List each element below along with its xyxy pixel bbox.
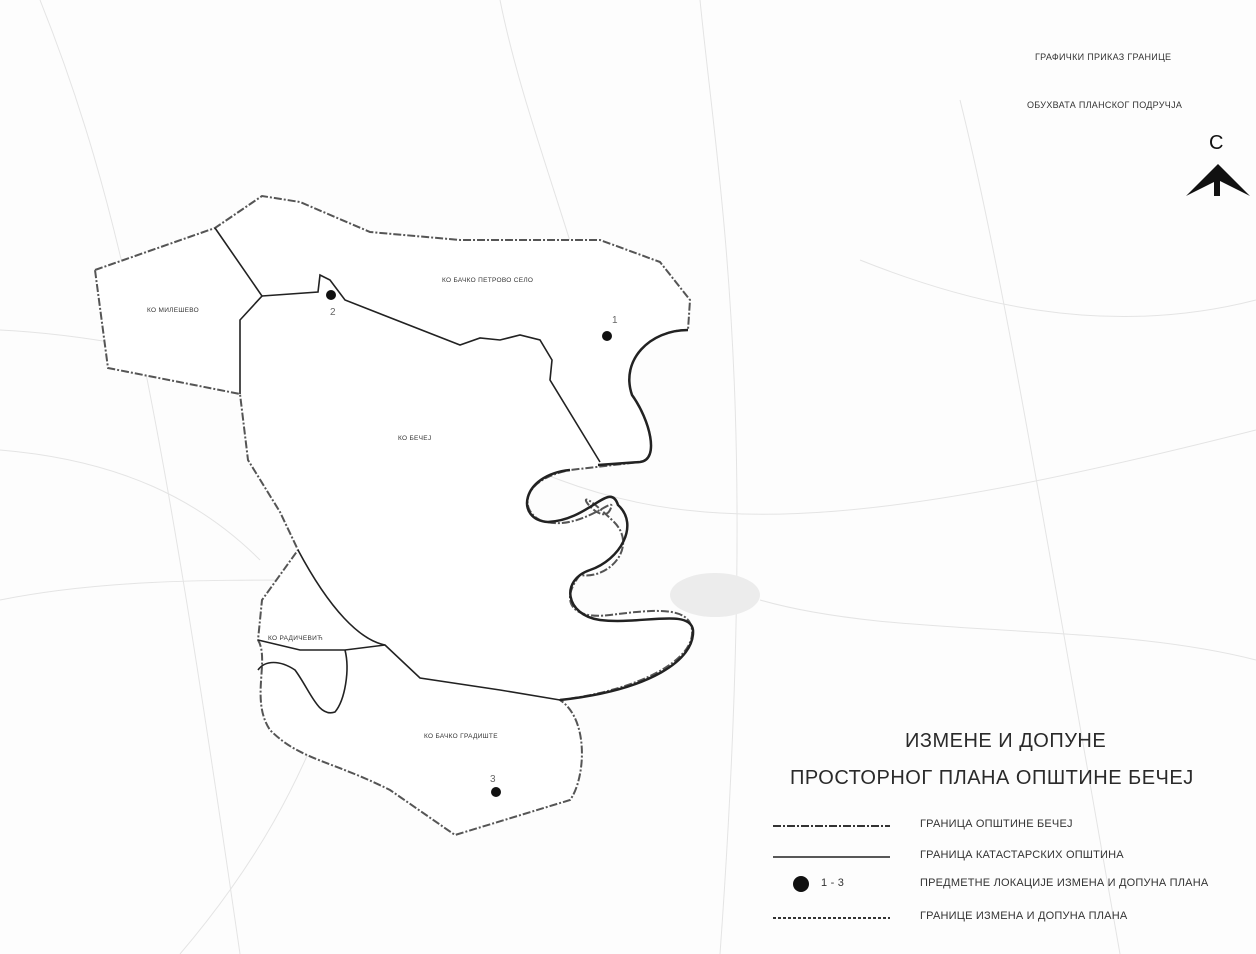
location-marker-3: 3 [490,774,501,797]
location-label-1: 1 [612,315,618,326]
location-label-3: 3 [490,774,496,785]
region-label-petrovo-selo: КО БАЧКО ПЕТРОВО СЕЛО [442,277,533,284]
north-label: С [1209,132,1224,154]
river-upper [597,328,689,467]
cadastral-borders [214,227,601,714]
region-label-gradiste: КО БАЧКО ГРАДИШТЕ [424,733,498,740]
legend-label-municipality-border: ГРАНИЦА ОПШТИНЕ БЕЧЕЈ [920,818,1073,830]
location-marker-2: 2 [326,290,336,318]
municipality-border [93,194,694,837]
legend-label-locations-range: 1 - 3 [821,877,845,889]
location-marker-1: 1 [602,315,618,341]
legend-symbol-location [793,876,809,892]
legend-label-locations: ПРЕДМЕТНЕ ЛОКАЦИЈЕ ИЗМЕНА И ДОПУНА ПЛАНА [920,877,1209,889]
header-line-1: ГРАФИЧКИ ПРИКАЗ ГРАНИЦЕ [1035,52,1172,62]
legend-label-cadastral-border: ГРАНИЦА КАТАСТАРСКИХ ОПШТИНА [920,849,1124,861]
header-line-2: ОБУХВАТА ПЛАНСКОГ ПОДРУЧЈА [1027,100,1183,110]
location-label-2: 2 [330,307,336,318]
map-title-line-1: ИЗМЕНЕ И ДОПУНЕ [905,730,1107,752]
region-label-radicevic: КО РАДИЧЕВИЋ [268,635,323,642]
region-label-becej: КО БЕЧЕЈ [398,435,432,442]
river-boundary [525,468,695,702]
region-label-milesevo: КО МИЛЕШЕВО [147,307,199,314]
legend-label-plan-borders: ГРАНИЦЕ ИЗМЕНА И ДОПУНА ПЛАНА [920,910,1128,922]
north-arrow-icon [1186,164,1250,196]
map-title-line-2: ПРОСТОРНОГ ПЛАНА ОПШТИНЕ БЕЧЕЈ [790,767,1194,789]
